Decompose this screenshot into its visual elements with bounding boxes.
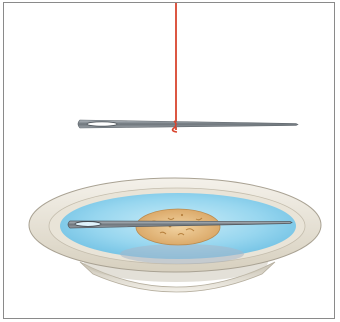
cork-float xyxy=(136,209,220,245)
needle-eye xyxy=(87,122,117,126)
needle-eye xyxy=(75,222,101,227)
hanging-needle xyxy=(78,120,298,132)
